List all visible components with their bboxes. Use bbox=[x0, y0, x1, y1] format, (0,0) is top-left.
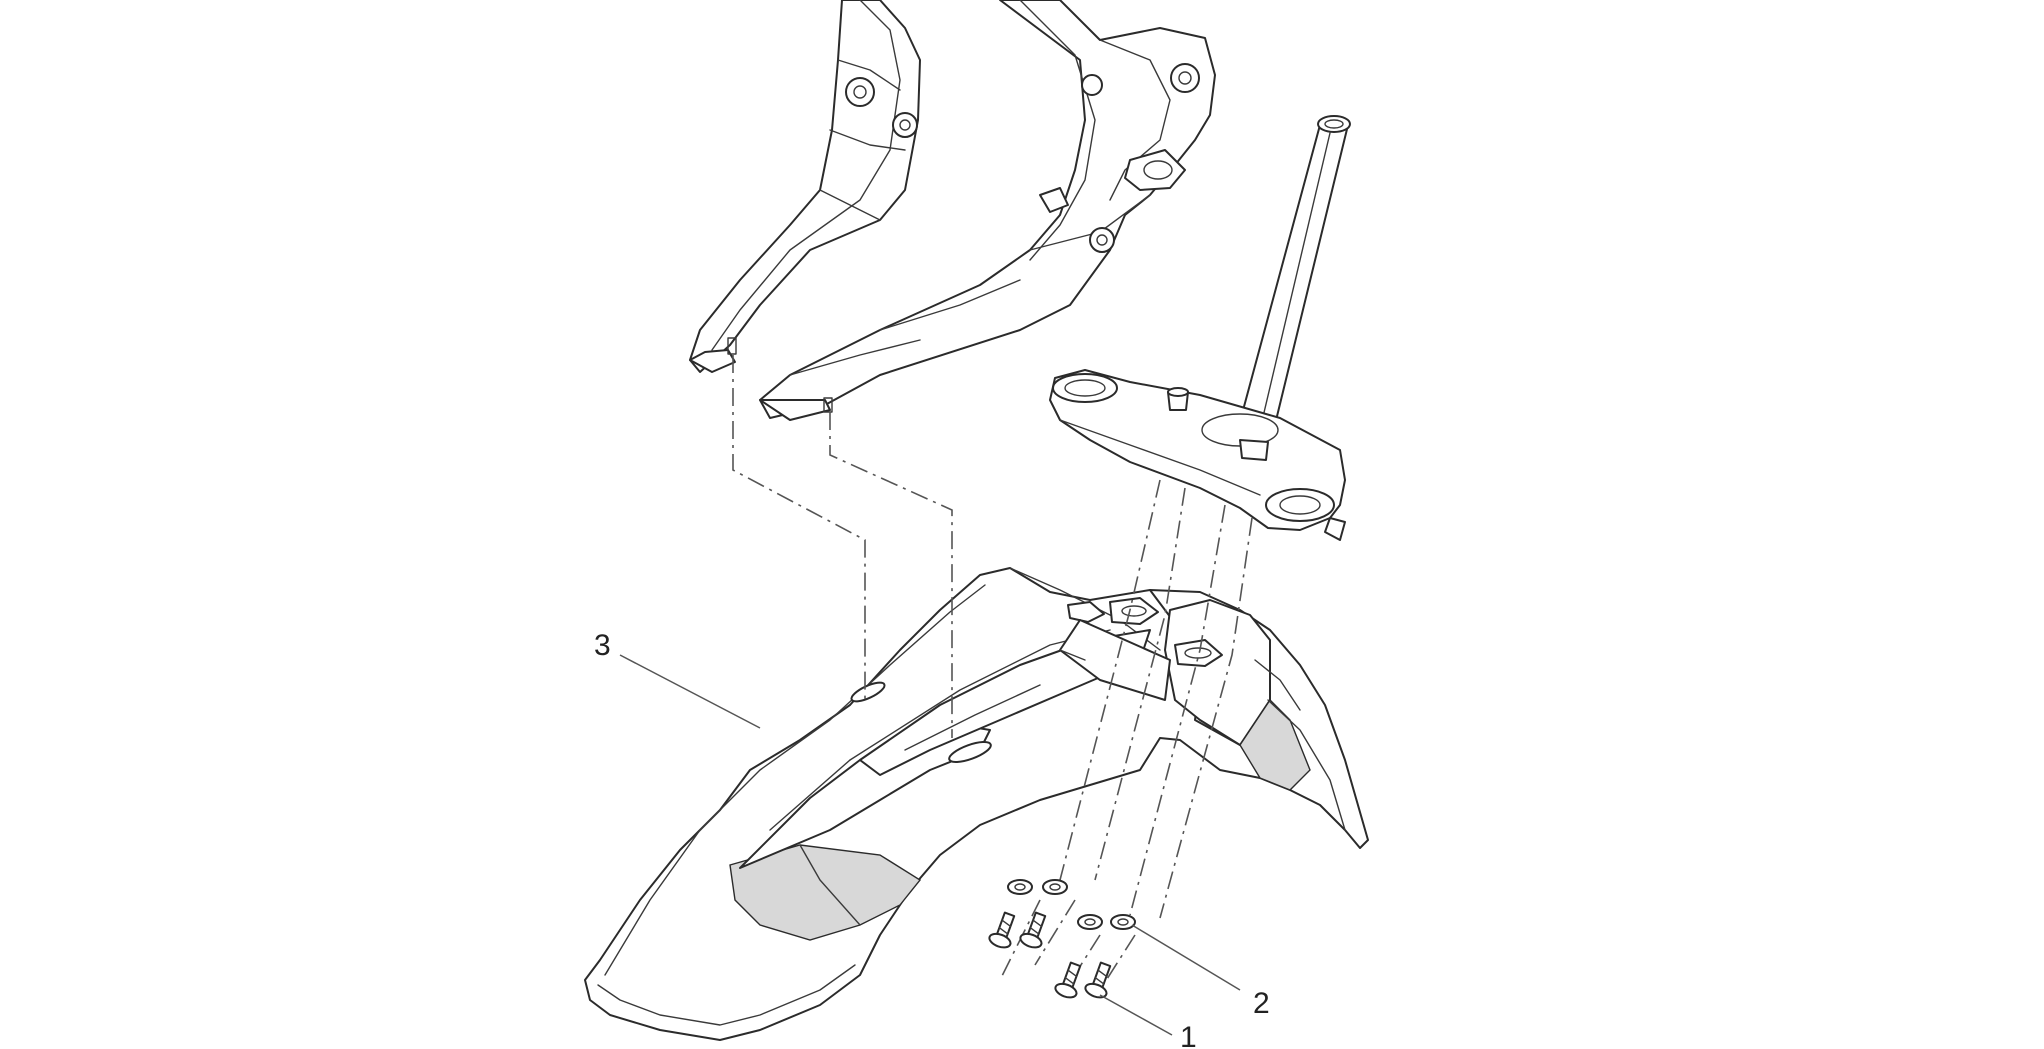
washer bbox=[1042, 879, 1068, 895]
washer bbox=[1110, 914, 1136, 930]
screw-group bbox=[988, 911, 1112, 999]
callout-1: 1 bbox=[1099, 994, 1197, 1049]
guide-line-clamp-1 bbox=[1059, 479, 1161, 881]
callout-label-3: 3 bbox=[594, 629, 611, 662]
lower-triple-clamp bbox=[1049, 369, 1346, 541]
leader-line-3 bbox=[619, 654, 761, 729]
guide-line-right-bracket bbox=[829, 412, 953, 738]
guide-line-clamp-2 bbox=[1094, 487, 1186, 881]
fork-bracket-left bbox=[689, 0, 921, 373]
leader-line-2 bbox=[1131, 924, 1241, 991]
guide-line-left-bracket bbox=[732, 355, 866, 700]
guide-line-screw-3 bbox=[1064, 934, 1101, 991]
callout-label-2: 2 bbox=[1253, 987, 1270, 1020]
steering-stem bbox=[1234, 115, 1351, 446]
front-fender bbox=[584, 567, 1369, 1041]
leader-line-1 bbox=[1099, 994, 1173, 1036]
callout-3: 3 bbox=[594, 629, 761, 729]
alignment-lines bbox=[732, 355, 1253, 991]
guide-line-screw-2 bbox=[1034, 899, 1076, 966]
screw bbox=[1054, 961, 1082, 999]
screw bbox=[1019, 911, 1047, 949]
guide-line-screw-4 bbox=[1099, 934, 1136, 991]
fork-bracket-right bbox=[759, 0, 1216, 421]
washer bbox=[1007, 879, 1033, 895]
callout-label-1: 1 bbox=[1180, 1021, 1197, 1049]
washer bbox=[1077, 914, 1103, 930]
screw bbox=[988, 911, 1016, 949]
screw bbox=[1084, 961, 1112, 999]
guide-line-clamp-3 bbox=[1129, 504, 1226, 916]
guide-line-clamp-4 bbox=[1159, 517, 1253, 919]
callout-2: 2 bbox=[1131, 924, 1270, 1020]
washer-group bbox=[1007, 879, 1136, 930]
